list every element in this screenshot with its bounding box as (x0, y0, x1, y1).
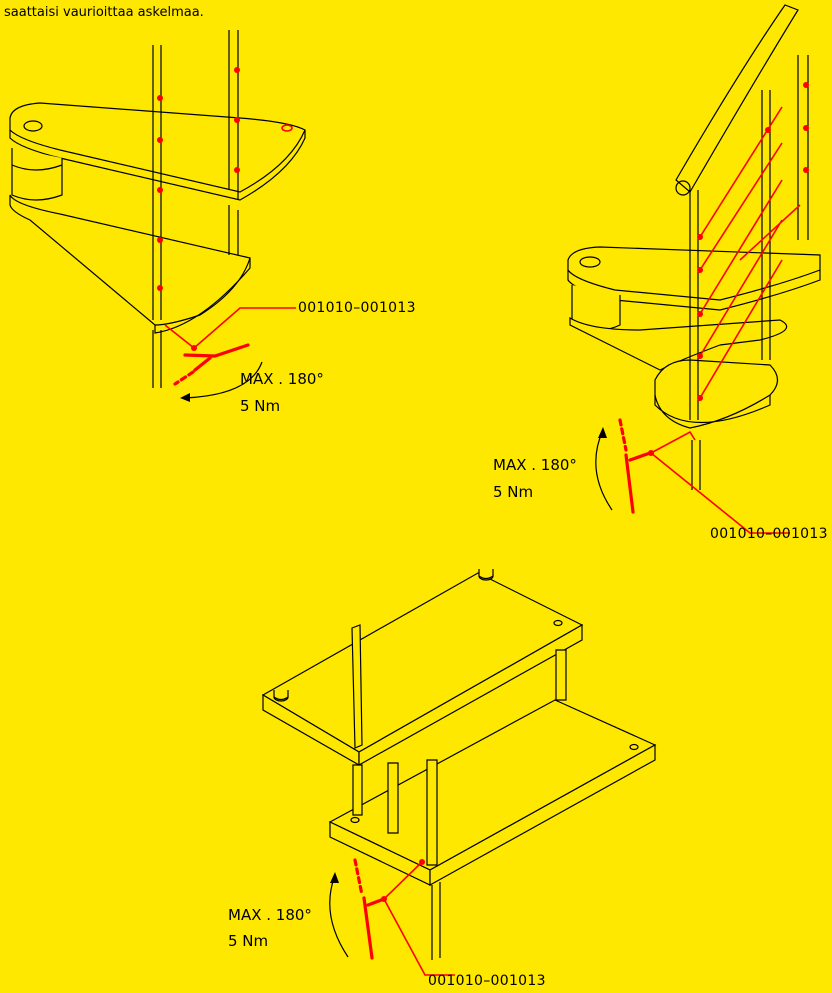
figure-2-drawing (567, 4, 821, 534)
torque-angle-label: MAX . 180° (228, 906, 312, 924)
figure-1-drawing (9, 30, 306, 402)
torque-angle-label: MAX . 180° (493, 456, 577, 474)
instruction-line: saattaisi vaurioittaa askelmaa. (4, 5, 204, 20)
torque-value-label: 5 Nm (240, 397, 281, 415)
torque-angle-label: MAX . 180° (240, 370, 324, 388)
torque-value-label: 5 Nm (228, 932, 269, 950)
figure-3-drawing (261, 569, 657, 976)
part-number-label: 001010–001013 (710, 526, 828, 542)
torque-value-label: 5 Nm (493, 483, 534, 501)
part-number-label: 001010–001013 (428, 973, 546, 989)
part-number-label: 001010–001013 (298, 300, 416, 316)
